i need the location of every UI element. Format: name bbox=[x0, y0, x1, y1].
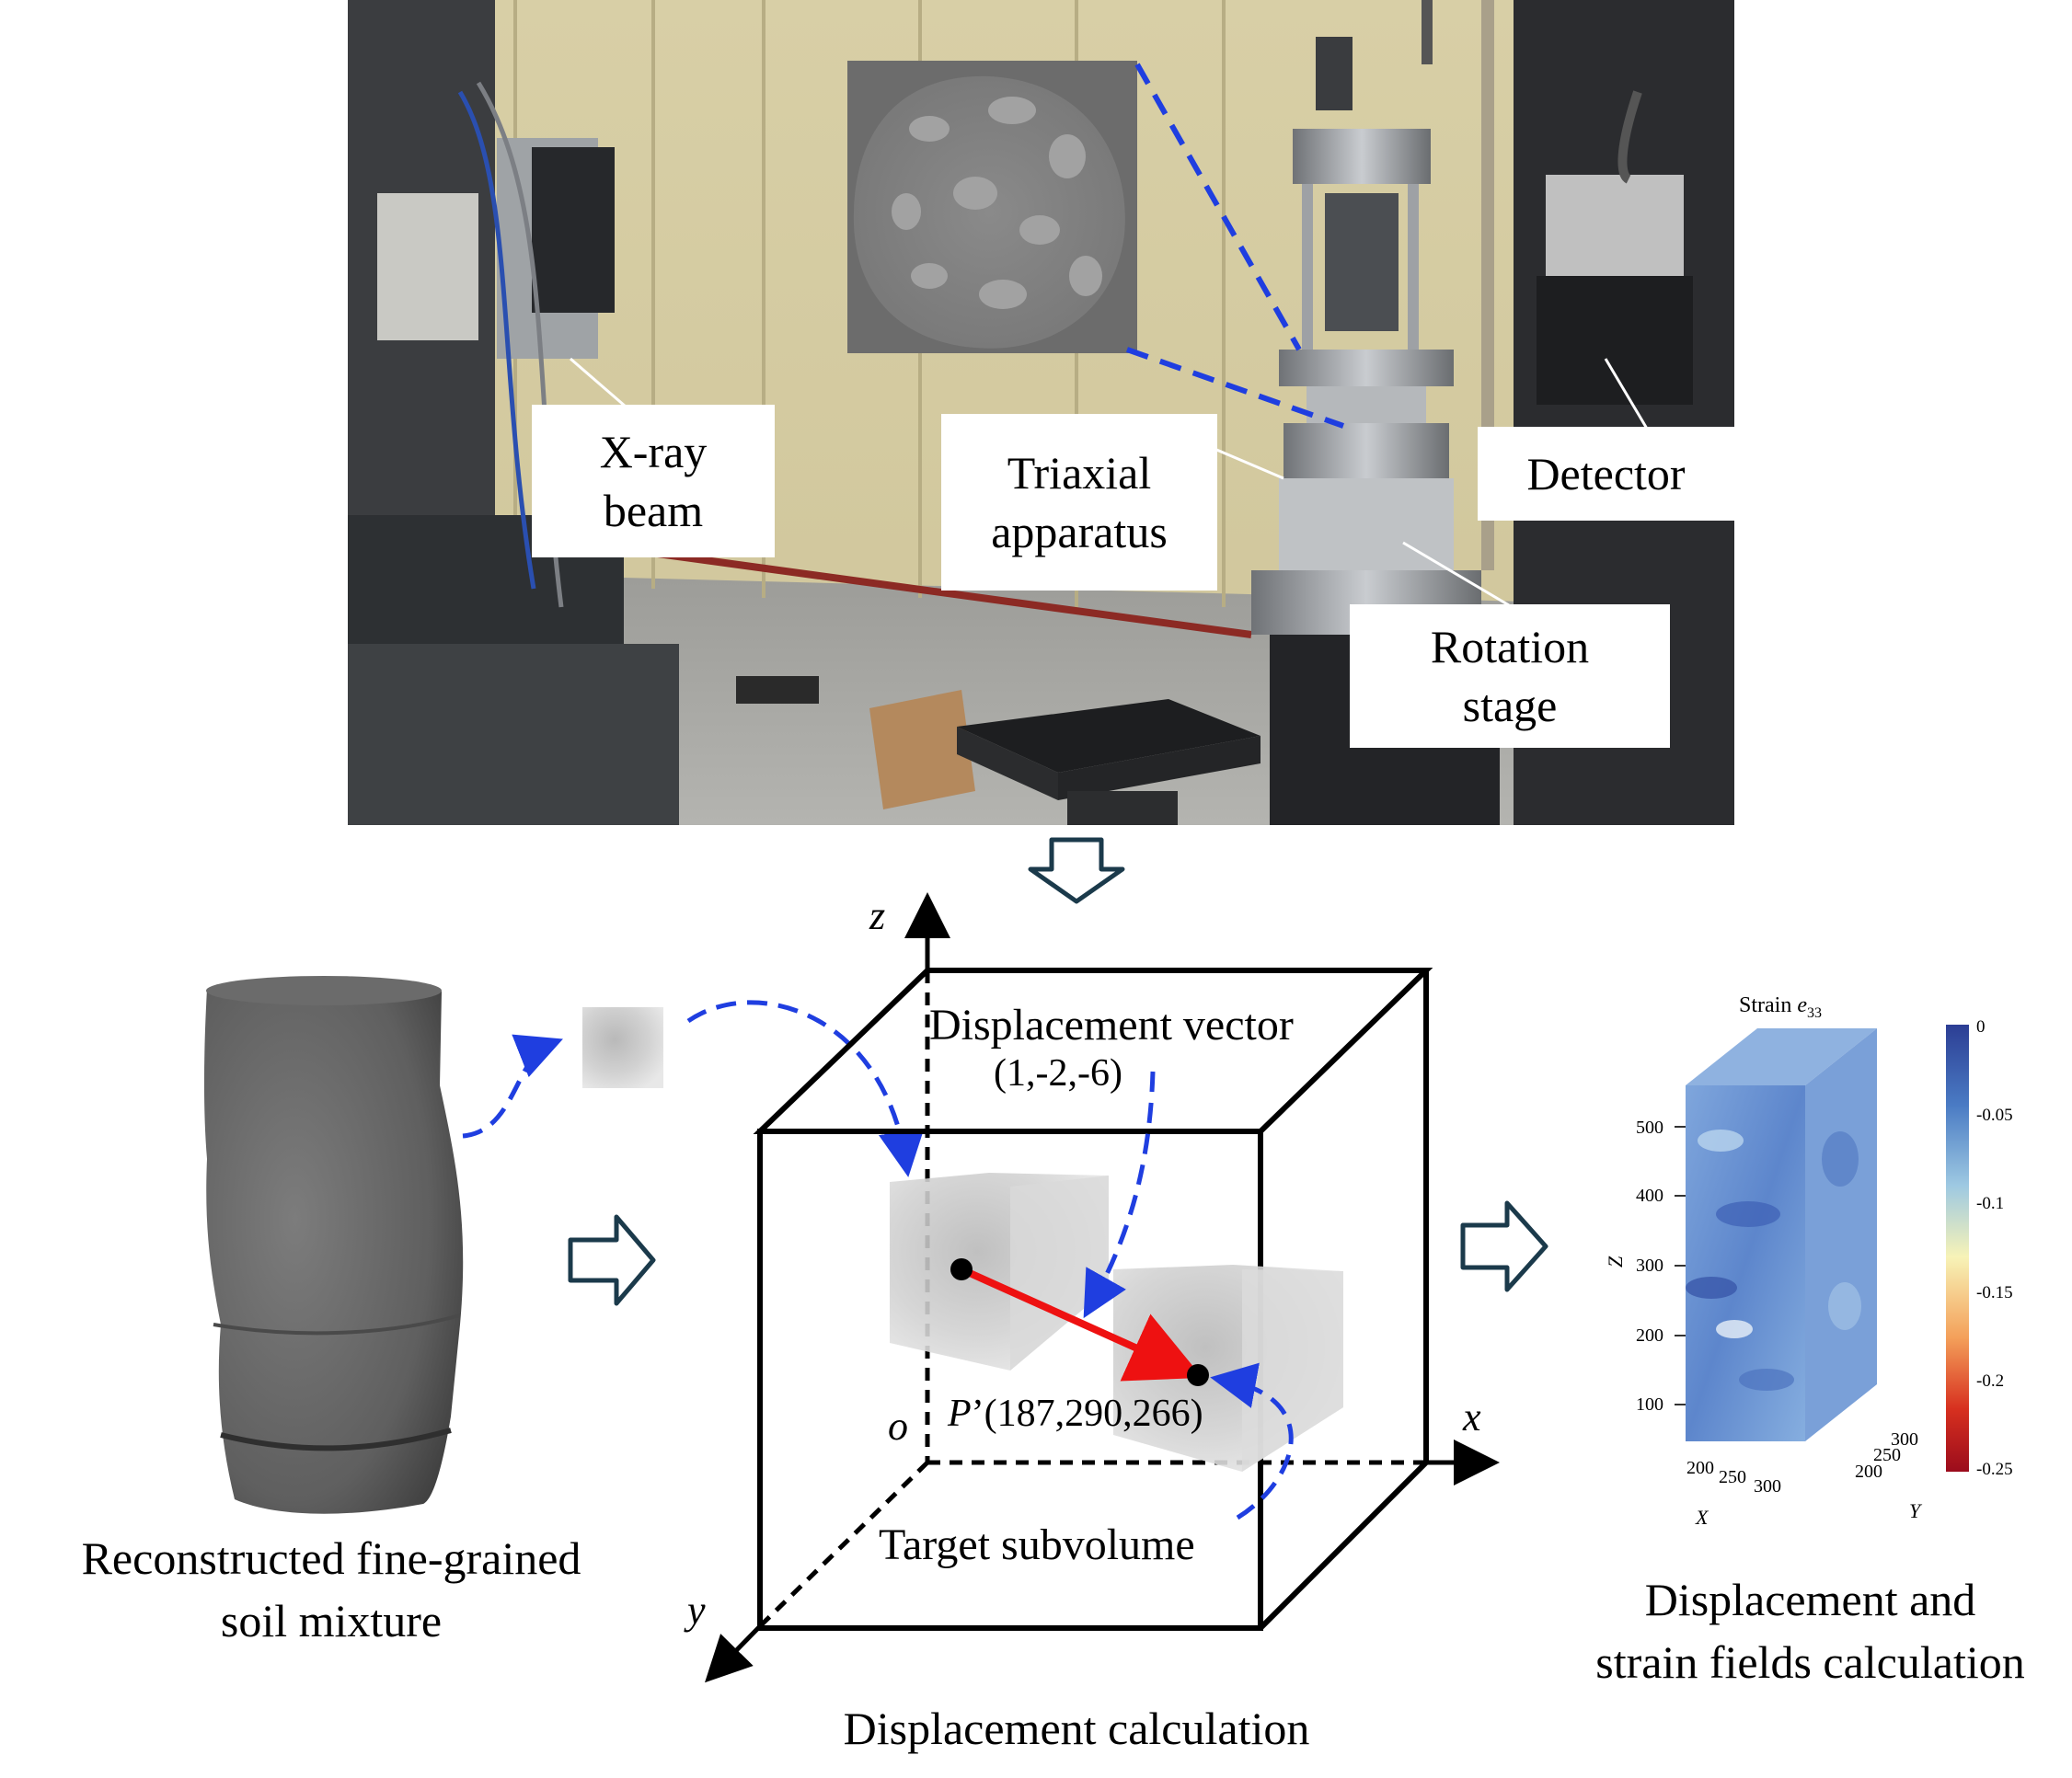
small-subvolume bbox=[582, 1007, 663, 1088]
detector-text: Detector bbox=[1526, 448, 1686, 499]
colorbar-tick: -0.2 bbox=[1976, 1371, 2004, 1391]
y-ticks: 300 250 200 bbox=[1855, 1429, 1918, 1482]
colorbar-tick: -0.05 bbox=[1976, 1106, 2013, 1125]
triaxial-apparatus-label: Triaxial apparatus bbox=[941, 414, 1217, 591]
z-tick: 400 bbox=[1636, 1186, 1663, 1206]
soil-to-subvolume-arrow bbox=[462, 1034, 563, 1139]
x-axis-label: x bbox=[1462, 1394, 1481, 1440]
z-ticks: 500 400 300 200 100 bbox=[1636, 1118, 1663, 1415]
detector-leader bbox=[1604, 358, 1649, 430]
z-tick: 100 bbox=[1636, 1394, 1663, 1415]
right-caption-line-2: strain fields calculation bbox=[1595, 1636, 2025, 1688]
colorbar-tick: -0.15 bbox=[1976, 1283, 2013, 1302]
y-tick: 200 bbox=[1855, 1462, 1882, 1482]
x-axis-title: X bbox=[1695, 1506, 1709, 1529]
z-axis-label: z bbox=[869, 893, 885, 938]
rotation-leader bbox=[1402, 541, 1510, 607]
target-subvolume bbox=[1113, 1265, 1343, 1472]
y-tick: 300 bbox=[1891, 1429, 1918, 1450]
ct-slice-inset bbox=[847, 61, 1137, 353]
target-subvolume-label: Target subvolume bbox=[879, 1520, 1195, 1569]
xray-beam-line-1: X-ray bbox=[599, 426, 708, 477]
displacement-vector-label: Displacement vector bbox=[929, 1001, 1294, 1050]
strain-title: Strain e33 bbox=[1739, 993, 1822, 1021]
right-caption: Displacement and strain fields calculati… bbox=[1555, 1568, 2066, 1693]
left-caption: Reconstructed fine-grained soil mixture bbox=[37, 1527, 626, 1652]
inset-connector-top bbox=[1134, 63, 1302, 351]
triaxial-line-2: apparatus bbox=[991, 506, 1168, 557]
displacement-vector-arrow bbox=[960, 1266, 1203, 1382]
down-arrow-icon bbox=[1028, 837, 1125, 904]
x-tick: 300 bbox=[1754, 1476, 1781, 1497]
left-caption-line-1: Reconstructed fine-grained bbox=[81, 1532, 581, 1584]
point-p-prime bbox=[1187, 1364, 1209, 1386]
left-caption-line-2: soil mixture bbox=[220, 1595, 443, 1646]
vector-label-arrow bbox=[1083, 1071, 1156, 1319]
xray-beam-line-2: beam bbox=[603, 485, 704, 536]
point-p bbox=[950, 1258, 973, 1280]
displacement-vector-value: (1,-2,-6) bbox=[994, 1052, 1122, 1095]
colorbar-tick: -0.1 bbox=[1976, 1194, 2004, 1213]
rotation-line-2: stage bbox=[1462, 680, 1558, 731]
subvolume-to-cube-arrow bbox=[686, 1000, 925, 1177]
x-ticks: 200 250 300 bbox=[1686, 1458, 1781, 1497]
rotation-line-1: Rotation bbox=[1430, 621, 1590, 672]
reference-subvolume bbox=[890, 1173, 1109, 1371]
center-caption: Displacement calculation bbox=[764, 1697, 1389, 1760]
target-label-arrow bbox=[1210, 1362, 1294, 1520]
strain-field-plot bbox=[1686, 1028, 1877, 1441]
point-label: P’(187,290,266) bbox=[947, 1393, 1203, 1435]
z-axis-title: Z bbox=[1604, 1256, 1627, 1268]
right-arrow-icon-1 bbox=[568, 1214, 656, 1306]
colorbar-tick: -0.25 bbox=[1976, 1460, 2013, 1479]
z-tick: 300 bbox=[1636, 1256, 1663, 1276]
colorbar-tick: 0 bbox=[1976, 1017, 1986, 1037]
right-arrow-icon-2 bbox=[1460, 1200, 1548, 1292]
xray-beam-label: X-ray beam bbox=[532, 405, 775, 557]
z-tick-marks bbox=[1675, 1126, 1686, 1405]
x-tick: 250 bbox=[1719, 1467, 1746, 1487]
colorbar bbox=[1946, 1025, 1969, 1472]
inset-connector-bottom bbox=[1126, 347, 1344, 429]
right-caption-line-1: Displacement and bbox=[1644, 1574, 1976, 1625]
y-tick: 250 bbox=[1873, 1445, 1901, 1465]
detector-label: Detector bbox=[1478, 427, 1734, 521]
z-tick: 200 bbox=[1636, 1325, 1663, 1346]
triaxial-line-1: Triaxial bbox=[1007, 447, 1152, 499]
colorbar-ticks: 0 -0.05 -0.1 -0.15 -0.2 -0.25 bbox=[1976, 1017, 2013, 1479]
center-caption-text: Displacement calculation bbox=[843, 1703, 1310, 1754]
xray-leader bbox=[570, 357, 627, 408]
y-axis-title: Y bbox=[1909, 1499, 1923, 1522]
soil-specimen bbox=[203, 976, 464, 1514]
z-tick: 500 bbox=[1636, 1118, 1663, 1138]
x-tick: 200 bbox=[1686, 1458, 1714, 1478]
origin-label: o bbox=[888, 1404, 908, 1449]
y-axis-label: y bbox=[684, 1588, 706, 1633]
triaxial-leader bbox=[1214, 447, 1284, 480]
rotation-stage-label: Rotation stage bbox=[1350, 604, 1670, 748]
